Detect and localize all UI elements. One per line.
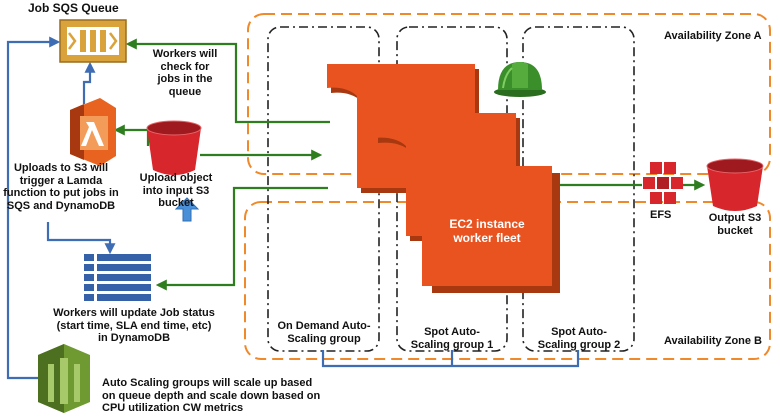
- green-arrows: [113, 38, 706, 291]
- s3-bucket-icon: [146, 120, 202, 175]
- lambda-to-sqs-connector: [82, 61, 96, 104]
- job-queue-label: Job SQS Queue: [28, 1, 119, 15]
- upload-arrow-icon: [174, 197, 200, 222]
- spot-group-2-box: [522, 26, 635, 352]
- workers-check-queue-arrow: [125, 38, 330, 124]
- uploads-trigger-label: Uploads to S3 will trigger a Lamda funct…: [3, 162, 119, 212]
- availability-zone-a: [247, 13, 771, 175]
- spot-group-1-label: Spot Auto- Scaling group 1: [410, 326, 494, 351]
- ec2-fleet-label: EC2 instance worker fleet: [449, 217, 525, 245]
- s3-to-lambda-arrow: [113, 124, 150, 146]
- az-a-label: Availability Zone A: [664, 30, 762, 42]
- sqs-queue-icon: [59, 19, 127, 63]
- upload-object-label: Upload object into input S3 bucket: [139, 172, 213, 210]
- efs-label: EFS: [650, 209, 672, 221]
- cw-to-sqs-connector: [6, 36, 61, 380]
- workers-check-label: Workers will check for jobs in the queue: [152, 48, 218, 98]
- spot-helmet-icon: [494, 62, 546, 97]
- output-s3-bucket-icon: [706, 158, 764, 211]
- autoscaling-note-label: Auto Scaling groups will scale up based …: [102, 377, 321, 415]
- groups-to-cloudwatch-connector: [321, 350, 580, 368]
- workers-update-label: Workers will update Job status (start ti…: [53, 307, 215, 345]
- workers-update-dynamodb-arrow: [155, 186, 328, 291]
- cloudwatch-icon: [38, 344, 90, 413]
- az-b-label: Availability Zone B: [664, 335, 763, 347]
- efs-icon: [643, 162, 683, 204]
- blue-connectors: [6, 36, 580, 380]
- lambda-icon: [70, 98, 116, 166]
- output-bucket-label: Output S3 bucket: [708, 212, 762, 237]
- lambda-to-dynamodb-connector: [46, 222, 116, 255]
- ec2-icon-3: [422, 166, 560, 293]
- on-demand-group-label: On Demand Auto- Scaling group: [277, 320, 371, 345]
- dynamodb-icon: [84, 254, 151, 301]
- spot-group-2-label: Spot Auto- Scaling group 2: [537, 326, 621, 351]
